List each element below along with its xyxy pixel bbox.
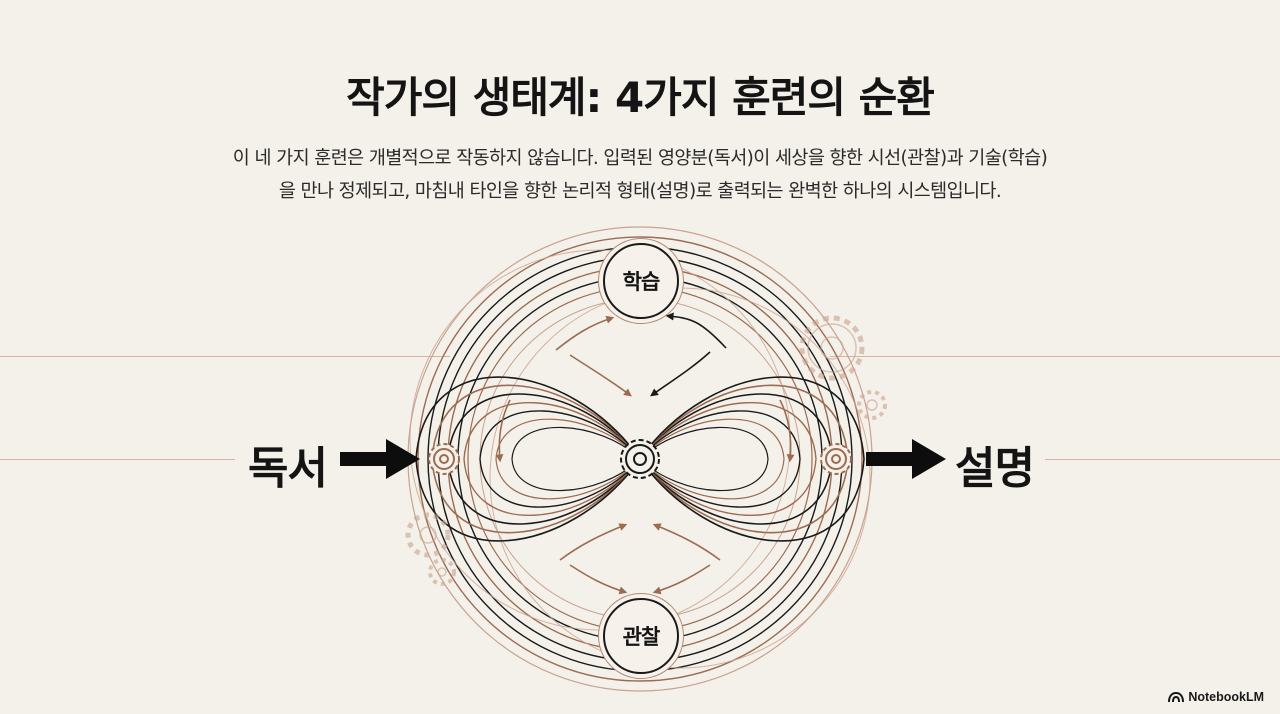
gear-icon-decor-right (857, 390, 887, 420)
notebooklm-logo-icon (1168, 691, 1185, 703)
brand-name: NotebookLM (1188, 690, 1264, 704)
gear-icon-decor-bottom-left (405, 512, 451, 558)
top-node-learning: 학습 (603, 243, 679, 319)
gear-icon-center (620, 439, 660, 479)
subtitle-line-2: 을 만나 정제되고, 마침내 타인을 향한 논리적 형태(설명)로 출력되는 완… (278, 181, 1002, 202)
left-divider-lower (0, 459, 235, 460)
gear-icon-decor-bottom-left-small (428, 558, 456, 586)
bottom-node-observation: 관찰 (603, 598, 679, 674)
right-divider-lower (1045, 459, 1280, 460)
brand-watermark: NotebookLM (1168, 690, 1264, 704)
gear-icon-decor-top-right (799, 315, 865, 381)
subtitle-line-1: 이 네 가지 훈련은 개별적으로 작동하지 않습니다. 입력된 영양분(독서)이… (232, 148, 1048, 169)
gear-icon-left (428, 443, 460, 475)
gear-icon-right (820, 443, 852, 475)
right-divider-upper (830, 356, 1280, 357)
flow-arrows (495, 312, 795, 595)
output-label: 설명 (955, 443, 1035, 494)
input-arrow (340, 439, 420, 479)
output-arrow (866, 439, 946, 479)
input-label: 독서 (248, 443, 328, 494)
left-divider-upper (0, 356, 450, 357)
page-title: 작가의 생태계: 4가지 훈련의 순환 (346, 73, 935, 122)
